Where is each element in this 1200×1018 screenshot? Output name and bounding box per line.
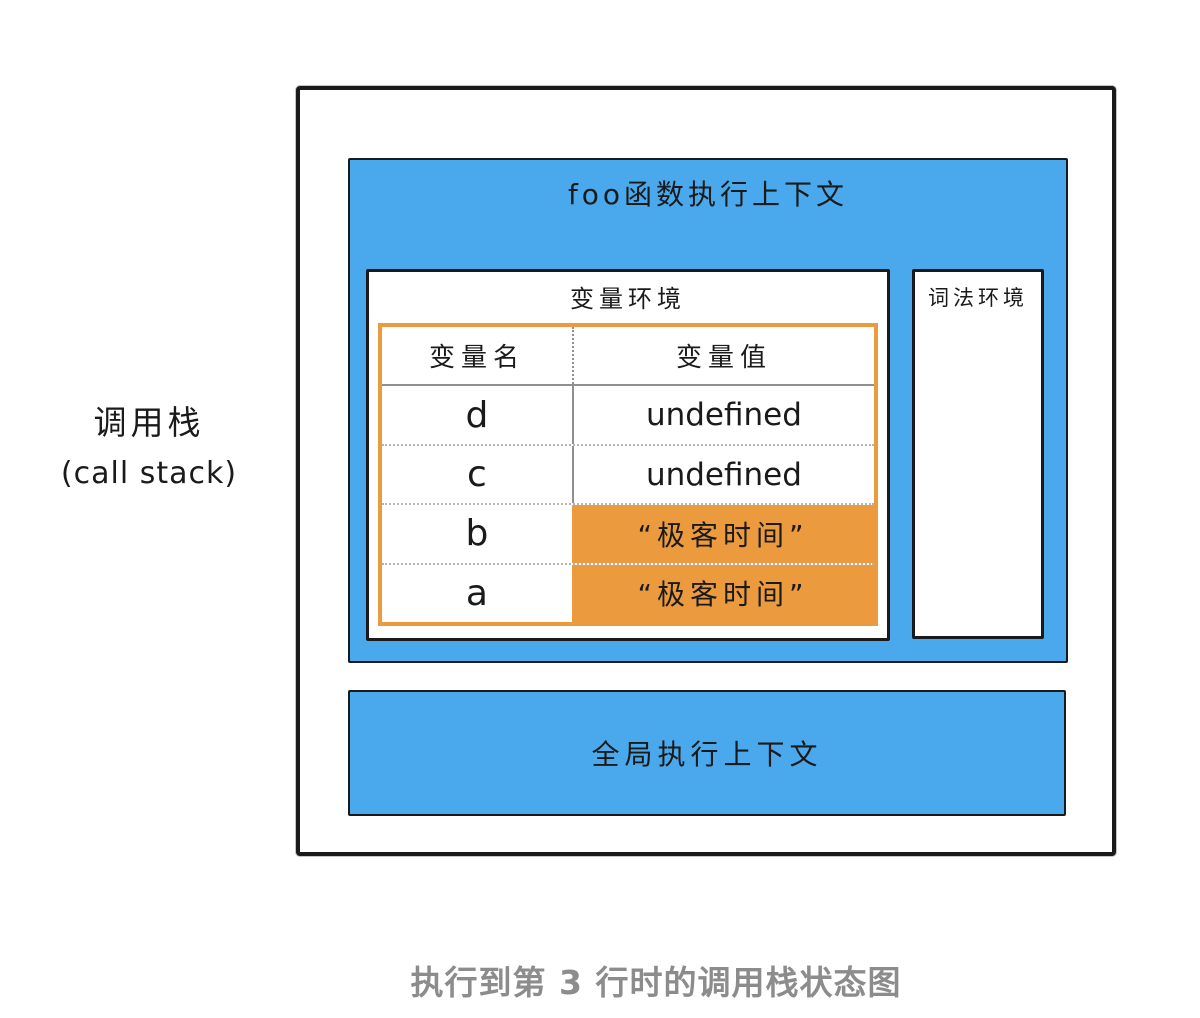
call-stack-label: 调用栈 (call stack) — [28, 402, 270, 493]
variable-value-cell: undefined — [571, 386, 874, 444]
variable-value-header: 变量值 — [571, 327, 874, 385]
call-stack-label-en: (call stack) — [60, 456, 238, 492]
variable-name-cell: b — [465, 513, 489, 555]
variable-name-cell: a — [465, 572, 488, 614]
variable-table-header-row: 变量名 变量值 — [382, 327, 874, 387]
table-row-c: c undefined — [382, 445, 874, 506]
variable-table: 变量名 变量值 d undefined c undefined b “极客时间” — [378, 323, 878, 626]
call-stack-frame: foo函数执行上下文 变量环境 变量名 变量值 d undefined c un… — [296, 86, 1116, 856]
table-row-d: d undefined — [382, 386, 874, 446]
lexical-environment-title: 词法环境 — [928, 286, 1028, 310]
variable-environment-title: 变量环境 — [570, 285, 686, 313]
variable-value-cell: undefined — [571, 445, 874, 504]
variable-value-cell-highlighted: “极客时间” — [571, 564, 874, 623]
variable-name-cell: c — [467, 454, 487, 496]
lexical-environment-box: 词法环境 — [912, 269, 1044, 639]
variable-name-cell: d — [465, 394, 489, 436]
global-execution-context-box: 全局执行上下文 — [348, 690, 1066, 816]
foo-execution-context-title: foo函数执行上下文 — [567, 178, 849, 211]
variable-value-cell-highlighted: “极客时间” — [571, 505, 874, 563]
figure-caption: 执行到第 3 行时的调用栈状态图 — [410, 963, 902, 1002]
table-row-b: b “极客时间” — [382, 505, 874, 565]
foo-execution-context-box: foo函数执行上下文 变量环境 变量名 变量值 d undefined c un… — [348, 158, 1068, 663]
variable-name-header: 变量名 — [428, 343, 525, 374]
call-stack-label-cn: 调用栈 — [93, 403, 205, 442]
variable-environment-box: 变量环境 变量名 变量值 d undefined c undefined — [366, 269, 890, 641]
table-row-a: a “极客时间” — [382, 564, 874, 623]
global-execution-context-title: 全局执行上下文 — [591, 738, 823, 771]
